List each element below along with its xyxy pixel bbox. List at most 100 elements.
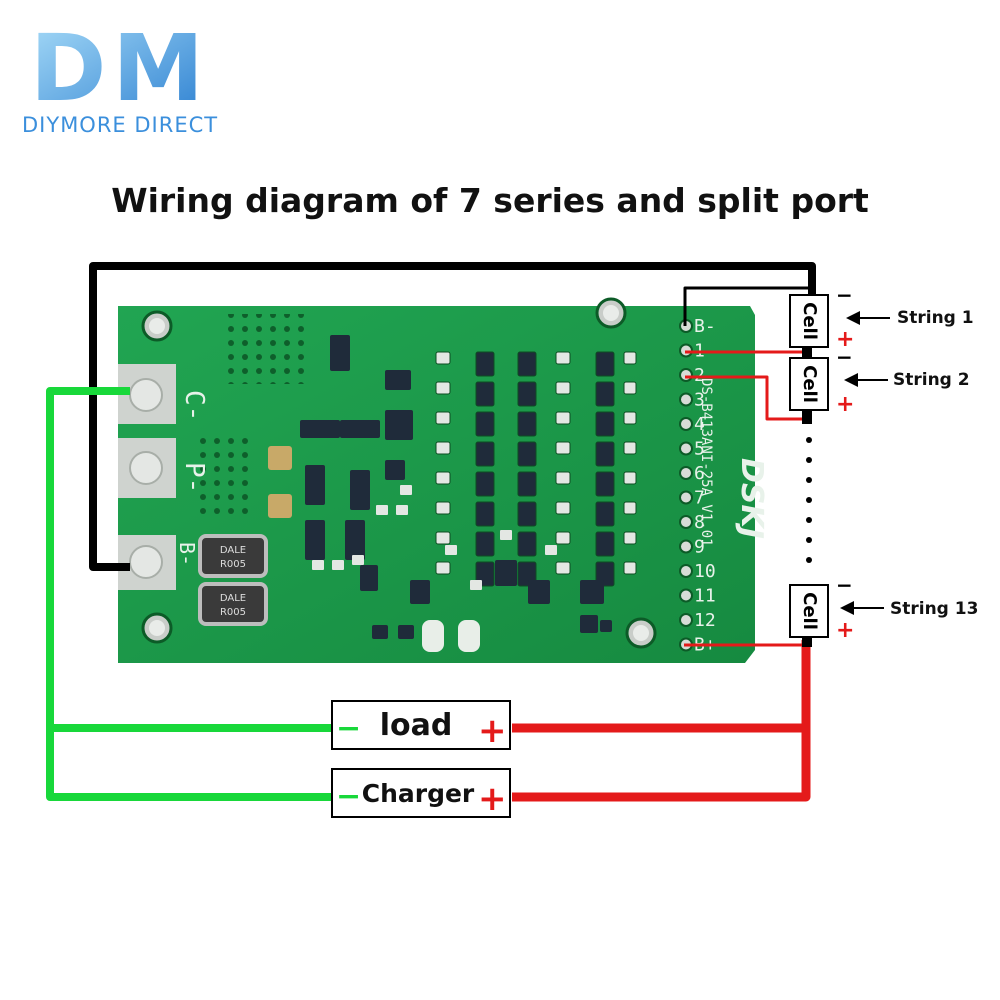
shunt-resistor: DALE R005	[198, 582, 268, 626]
brand-name: DIYMORE DIRECT	[22, 113, 218, 137]
smd-component	[545, 545, 557, 555]
cell-label: Cell	[799, 365, 820, 403]
balance-pin	[679, 539, 693, 554]
balance-pin	[679, 613, 693, 627]
mosfet-chip	[595, 471, 615, 497]
mosfet-chip	[517, 411, 537, 437]
brand-monogram: DM	[30, 15, 210, 122]
ic-chip	[495, 560, 517, 586]
mounting-hole	[625, 617, 657, 649]
smd-component	[445, 545, 457, 555]
smd-component	[555, 471, 571, 485]
ellipsis-dot	[806, 437, 812, 443]
mosfet-chip	[475, 441, 495, 467]
cell-minus: −	[836, 345, 853, 369]
smd-component	[396, 505, 408, 515]
balance-pin	[679, 515, 693, 529]
smd-component	[623, 501, 637, 515]
mosfet-chip	[517, 441, 537, 467]
mosfet-chip	[475, 531, 495, 557]
via-grid	[198, 430, 256, 514]
brand-logo: DM DIYMORE DIRECT	[22, 15, 218, 137]
arrow-icon	[840, 601, 884, 615]
smd-component	[555, 531, 571, 545]
led	[422, 620, 444, 652]
bms-board: C- P- B- DALE R005 DALE R005 B-123456789…	[118, 297, 769, 663]
smd-component	[555, 441, 571, 455]
green-wire-main	[46, 387, 332, 801]
mosfet-chip	[517, 351, 537, 377]
smd-component	[352, 555, 364, 565]
mosfet-chip	[595, 411, 615, 437]
ic-chip	[305, 465, 325, 505]
ic-chip	[372, 625, 388, 639]
mosfet-chip	[595, 441, 615, 467]
ic-chip	[360, 565, 378, 591]
page-title: Wiring diagram of 7 series and split por…	[111, 181, 869, 220]
ic-chip	[385, 410, 413, 440]
ic-chip	[345, 520, 365, 560]
cell-joint	[802, 346, 812, 360]
balance-pin	[679, 392, 693, 407]
mounting-hole	[595, 297, 627, 329]
board-brand-mark: DSKJ	[734, 458, 769, 539]
smd-component	[555, 351, 571, 365]
pad-label-b: B-	[175, 542, 199, 566]
ic-chip	[528, 580, 550, 604]
component-area	[300, 335, 637, 639]
ic-chip	[330, 335, 350, 371]
smd-component	[312, 560, 324, 570]
load-box: − load +	[331, 700, 511, 751]
board-model-text: DS-B413ANI-25A V1.01	[698, 378, 714, 547]
mosfet-chip	[595, 501, 615, 527]
cell-plus: +	[836, 392, 854, 417]
mosfet-chip	[595, 351, 615, 377]
smd-component	[435, 531, 451, 545]
smd-component	[470, 580, 482, 590]
ic-chip	[305, 520, 325, 560]
smd-component	[623, 441, 637, 455]
ic-chip	[300, 420, 340, 438]
svg-text:R005: R005	[220, 559, 246, 570]
charger-plus: +	[478, 779, 507, 819]
balance-pin	[679, 368, 693, 382]
ellipsis-dot	[806, 477, 812, 483]
via-grid	[228, 314, 310, 384]
arrow-icon	[844, 373, 888, 387]
smd-component	[435, 411, 451, 425]
black-wire-main	[89, 262, 816, 571]
ic-chip	[580, 615, 598, 633]
balance-pin	[679, 564, 693, 578]
smd-component	[435, 561, 451, 575]
capacitor	[268, 446, 292, 470]
load-minus: −	[336, 711, 361, 746]
mosfet-chip	[517, 501, 537, 527]
smd-component	[623, 531, 637, 545]
charger-box: − Charger +	[331, 768, 511, 819]
balance-pin-label: 4	[694, 414, 705, 435]
cell-13: Cell − + String 13	[789, 573, 978, 643]
smd-component	[623, 381, 637, 395]
smd-component	[555, 501, 571, 515]
smd-component	[555, 411, 571, 425]
balance-pin	[679, 466, 693, 480]
cell-label: Cell	[799, 592, 820, 630]
ellipsis-dot	[806, 537, 812, 543]
balance-pin-label: 7	[694, 488, 705, 509]
mosfet-chip	[475, 411, 495, 437]
ic-chip	[385, 370, 411, 390]
string-label: String 2	[893, 370, 970, 390]
cell-1: Cell − + String 1	[789, 283, 974, 352]
balance-pin-label: 8	[694, 512, 705, 533]
smd-component	[435, 471, 451, 485]
black-wire-balance	[683, 286, 812, 326]
mosfet-chip	[475, 381, 495, 407]
smd-component	[400, 485, 412, 495]
mounting-hole	[141, 612, 173, 644]
ellipsis-dot	[806, 457, 812, 463]
smd-component	[376, 505, 388, 515]
ic-chip	[350, 470, 370, 510]
smd-component	[435, 351, 451, 365]
led	[458, 620, 480, 652]
